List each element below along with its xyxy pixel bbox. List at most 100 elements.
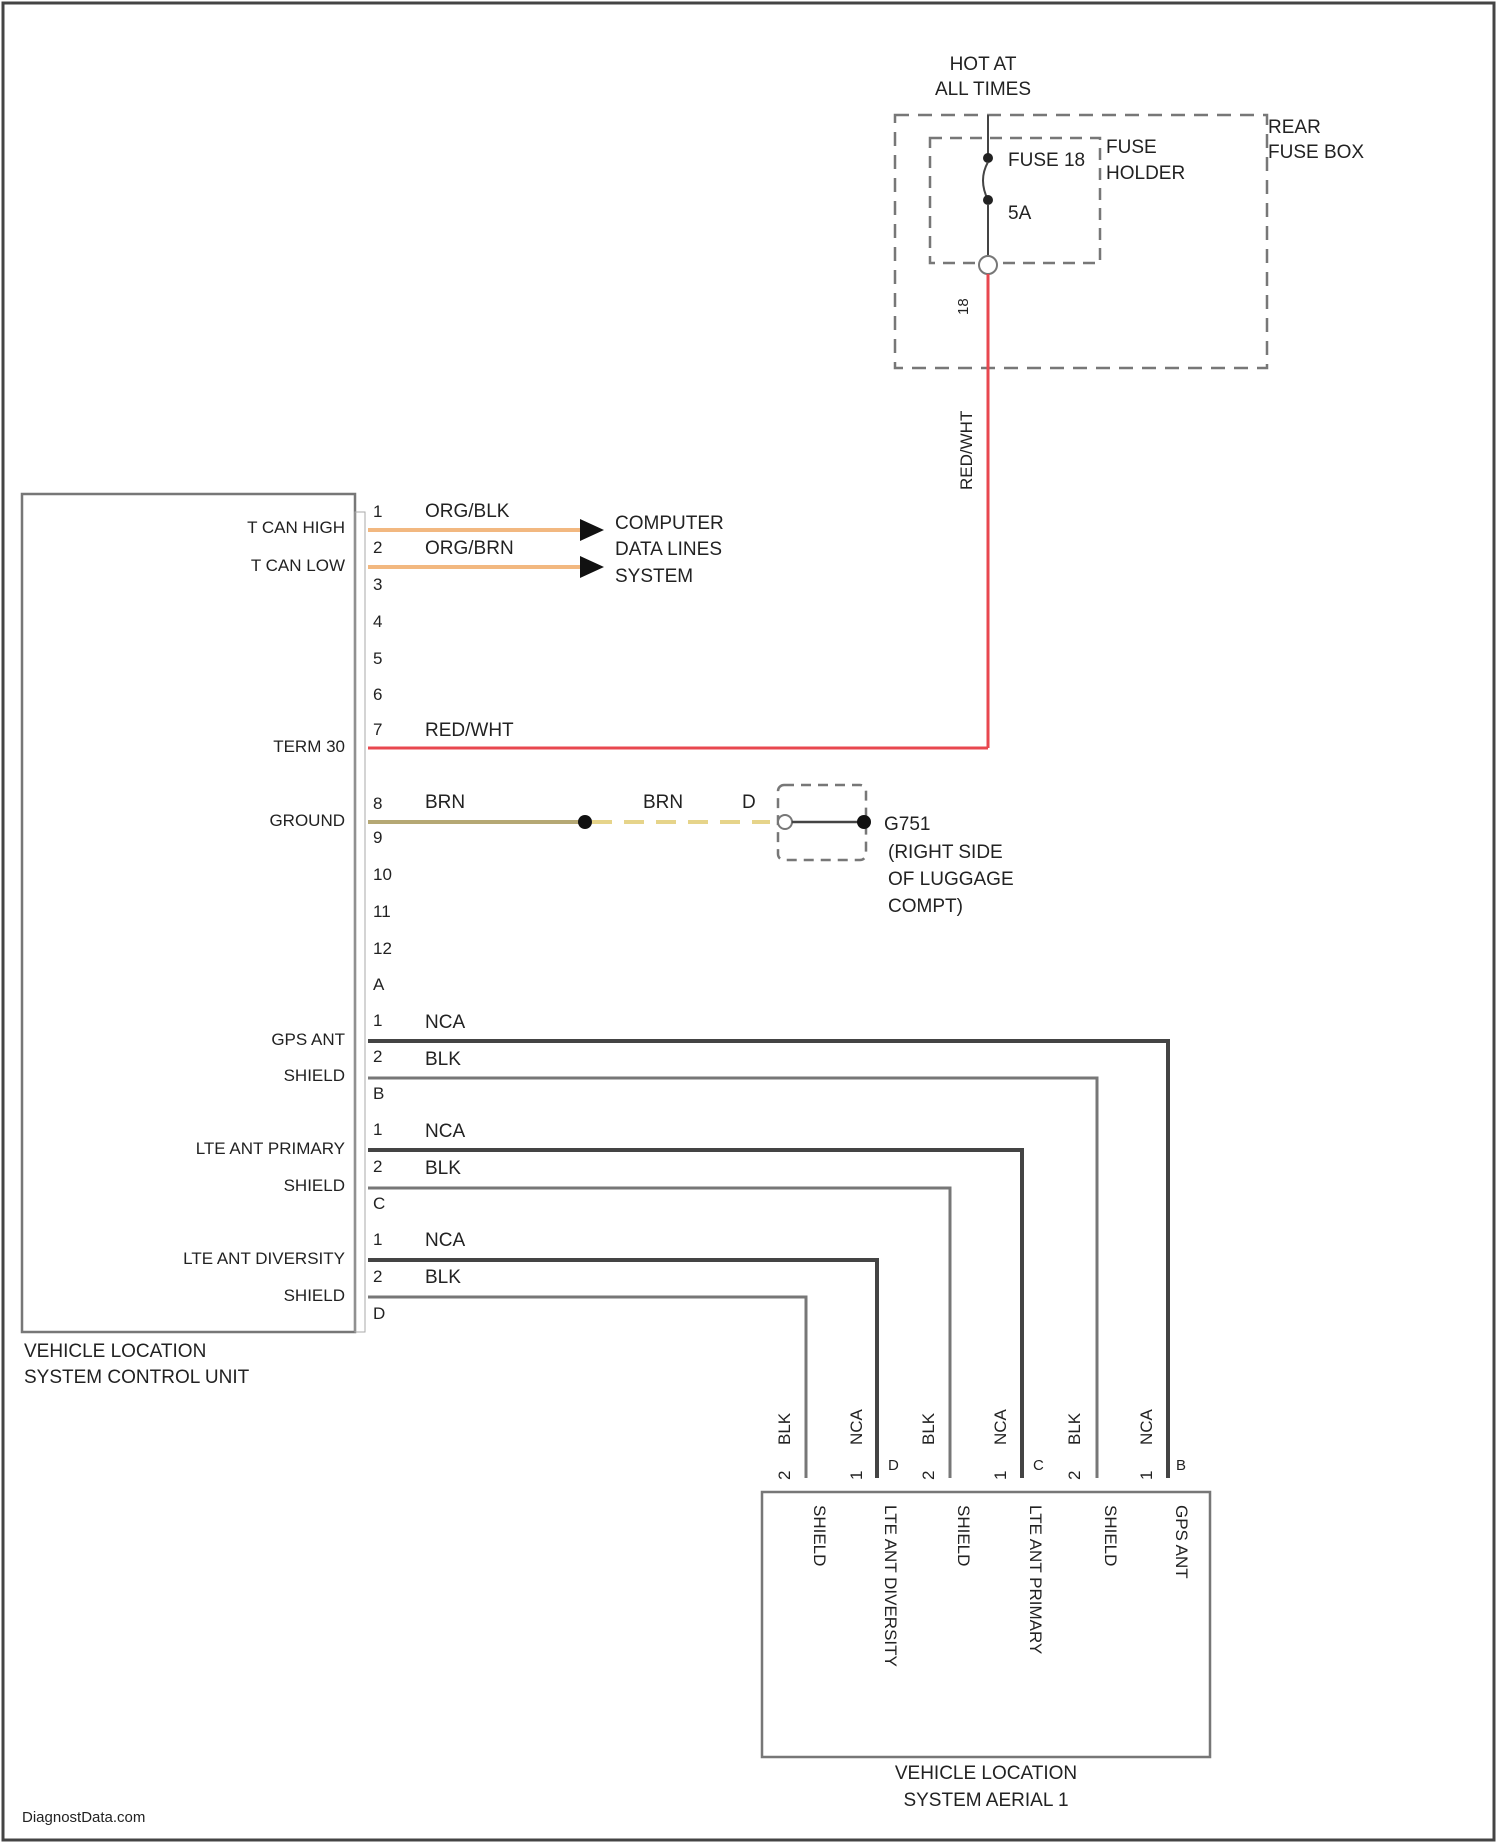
pin-a8-name: GROUND — [269, 811, 345, 830]
aerial-title-2: SYSTEM AERIAL 1 — [903, 1790, 1068, 1811]
lead-connector-d: D — [888, 1457, 899, 1474]
power-wire-vertical-color: RED/WHT — [957, 411, 976, 490]
can-wire2-color: ORG/BRN — [425, 538, 514, 559]
connector-c-pin2-num: 2 — [373, 1157, 382, 1176]
lte-primary-shield-pin-name: SHIELD — [284, 1176, 345, 1195]
lead4-num: 1 — [991, 1471, 1010, 1480]
fuse-holder-label-1: FUSE — [1106, 137, 1157, 158]
gps-shield-wire — [368, 1078, 1097, 1478]
can-low-arrow — [580, 556, 604, 578]
ground-connector-pin — [778, 815, 792, 829]
fuse-element — [983, 162, 988, 200]
connector-b-pin1-num: 1 — [373, 1011, 382, 1030]
pin-a6-num: 6 — [373, 685, 382, 704]
hot-label-2: ALL TIMES — [935, 79, 1031, 100]
can-dest-3: SYSTEM — [615, 566, 693, 587]
connector-a-label: A — [373, 975, 385, 994]
ground-wire2-color: BRN — [643, 792, 683, 813]
control-unit-box — [22, 494, 355, 1332]
control-unit-title-2: SYSTEM CONTROL UNIT — [24, 1367, 250, 1388]
aerial-pin-2: LTE ANT DIVERSITY — [881, 1505, 900, 1667]
pin-a7-name: TERM 30 — [273, 737, 345, 756]
coax-wires — [368, 1041, 1168, 1478]
connector-b-pin2-num: 2 — [373, 1047, 382, 1066]
lte-primary-pin-name: LTE ANT PRIMARY — [196, 1139, 345, 1158]
watermark: DiagnostData.com — [22, 1809, 145, 1826]
ground-location-2: OF LUGGAGE — [888, 869, 1014, 890]
ground-name: G751 — [884, 814, 930, 835]
lte-primary-wire-color: NCA — [425, 1121, 465, 1142]
lead5-num: 2 — [1065, 1471, 1084, 1480]
ground-point — [857, 815, 871, 829]
connector-d-label: D — [373, 1304, 385, 1323]
pin-a4-num: 4 — [373, 612, 382, 631]
rear-fuse-box-label-1: REAR — [1268, 117, 1321, 138]
ground-splice — [578, 815, 592, 829]
aerial-title-1: VEHICLE LOCATION — [895, 1763, 1077, 1784]
pin-a7-num: 7 — [373, 720, 382, 739]
pin-a8-num: 8 — [373, 794, 382, 813]
fuse-terminal-top — [983, 153, 993, 163]
pin-a5-num: 5 — [373, 649, 382, 668]
hot-label-1: HOT AT — [950, 54, 1017, 75]
power-wire-color: RED/WHT — [425, 720, 514, 741]
ground-connector-id: D — [742, 792, 756, 813]
outer-frame — [3, 3, 1494, 1840]
gps-shield-pin-name: SHIELD — [284, 1066, 345, 1085]
aerial-pin-names: SHIELD LTE ANT DIVERSITY SHIELD LTE ANT … — [810, 1505, 1191, 1667]
lead4-color: NCA — [991, 1408, 1010, 1445]
connector-c-label: C — [373, 1194, 385, 1213]
can-high-arrow — [580, 519, 604, 541]
control-unit-connector-strip — [355, 512, 365, 1332]
fuse-holder-label-2: HOLDER — [1106, 163, 1185, 184]
lead2-color: NCA — [847, 1408, 866, 1445]
ground-wire1-color: BRN — [425, 792, 465, 813]
lte-diversity-shield-pin-name: SHIELD — [284, 1286, 345, 1305]
fuse-label: FUSE 18 — [1008, 150, 1085, 171]
fuse-pin-label: 18 — [955, 298, 972, 315]
aerial-pin-6: GPS ANT — [1172, 1505, 1191, 1579]
pin-a1-name: T CAN HIGH — [247, 518, 345, 537]
lead3-color: BLK — [919, 1412, 938, 1445]
pin-a11-num: 11 — [373, 902, 391, 921]
lead5-color: BLK — [1065, 1412, 1084, 1445]
fuse-terminal-bottom — [983, 195, 993, 205]
ground-location-3: COMPT) — [888, 896, 963, 917]
pin-a12-num: 12 — [373, 939, 392, 958]
pin-a10-num: 10 — [373, 865, 392, 884]
pin-a2-num: 2 — [373, 538, 382, 557]
fuse-amp-label: 5A — [1008, 203, 1032, 224]
aerial-pin-1: SHIELD — [810, 1505, 829, 1566]
gps-shield-wire-color: BLK — [425, 1049, 461, 1070]
ground-location-1: (RIGHT SIDE — [888, 842, 1003, 863]
pin-a2-name: T CAN LOW — [251, 556, 345, 575]
lead6-color: NCA — [1137, 1408, 1156, 1445]
can-wire1-color: ORG/BLK — [425, 501, 510, 522]
lte-diversity-wire-color: NCA — [425, 1230, 465, 1251]
lead-connector-c: C — [1033, 1457, 1044, 1474]
lead1-num: 2 — [775, 1471, 794, 1480]
gps-ant-wire-color: NCA — [425, 1012, 465, 1033]
can-dest-1: COMPUTER — [615, 513, 724, 534]
connector-d-pin2-num: 2 — [373, 1267, 382, 1286]
pin-a9-num: 9 — [373, 828, 382, 847]
aerial-pin-4: LTE ANT PRIMARY — [1026, 1505, 1045, 1654]
lte-diversity-wire — [368, 1260, 877, 1478]
rear-fuse-box-label-2: FUSE BOX — [1268, 142, 1364, 163]
lead3-num: 2 — [919, 1471, 938, 1480]
lead-connector-b: B — [1176, 1457, 1186, 1474]
lte-diversity-shield-wire-color: BLK — [425, 1267, 461, 1288]
lte-diversity-pin-name: LTE ANT DIVERSITY — [183, 1249, 345, 1268]
control-unit-title-1: VEHICLE LOCATION — [24, 1341, 206, 1362]
lead2-num: 1 — [847, 1471, 866, 1480]
aerial-lead-labels: BLK 2 NCA 1 D BLK 2 NCA 1 C BLK 2 NCA 1 … — [775, 1408, 1186, 1480]
aerial-pin-3: SHIELD — [954, 1505, 973, 1566]
lte-primary-shield-wire-color: BLK — [425, 1158, 461, 1179]
lead1-color: BLK — [775, 1412, 794, 1445]
connector-b-label: B — [373, 1084, 384, 1103]
can-dest-2: DATA LINES — [615, 539, 722, 560]
lte-diversity-shield-wire — [368, 1297, 806, 1478]
pin-a3-num: 3 — [373, 575, 382, 594]
